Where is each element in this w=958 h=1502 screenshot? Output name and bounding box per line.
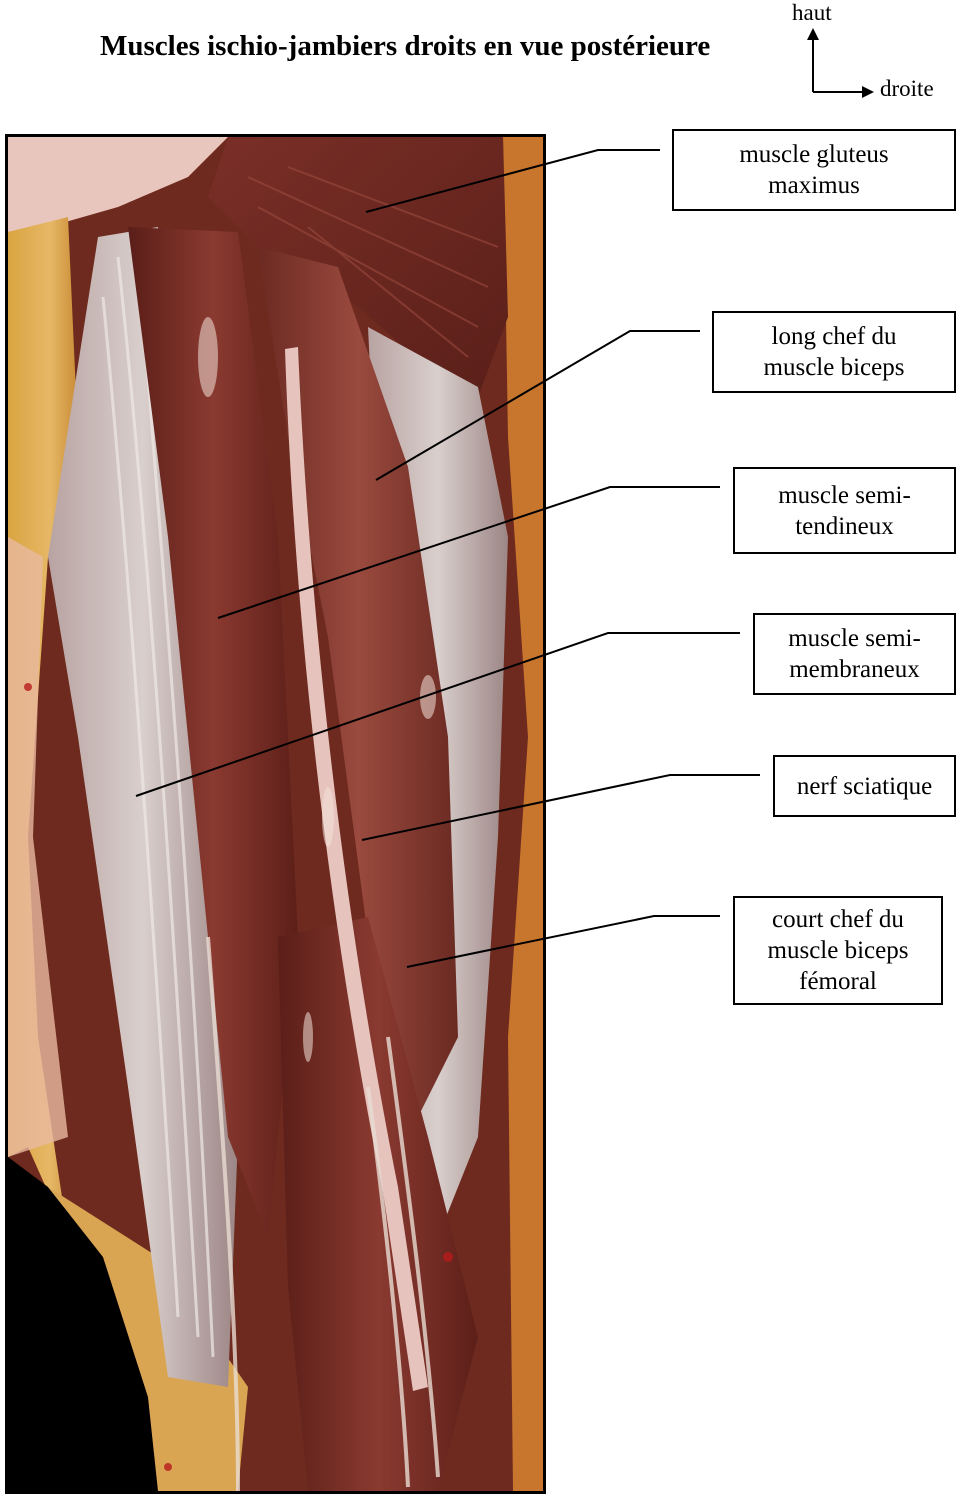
label-gluteus-maximus: muscle gluteus maximus — [672, 129, 956, 211]
label-short-head-biceps: court chef du muscle biceps fémoral — [733, 896, 943, 1005]
orientation-right-label: droite — [880, 76, 934, 101]
label-sciatic-nerve: nerf sciatique — [773, 755, 956, 817]
label-line: court chef du — [772, 906, 904, 933]
orientation-up-label: haut — [792, 0, 832, 25]
figure-title: Muscles ischio-jambiers droits en vue po… — [100, 30, 711, 62]
label-semimembranosus: muscle semi- membraneux — [753, 613, 956, 695]
label-long-head-biceps: long chef du muscle biceps — [712, 311, 956, 393]
label-line: long chef du — [771, 323, 897, 350]
label-line: maximus — [768, 172, 860, 199]
label-line: nerf sciatique — [796, 772, 933, 800]
dissection-photo — [5, 134, 546, 1494]
orientation-arrows-icon — [807, 28, 874, 98]
hamstring-dissection-image — [8, 137, 543, 1491]
label-line: muscle biceps — [767, 937, 909, 964]
label-line: muscle gluteus — [739, 141, 889, 168]
label-line: fémoral — [799, 968, 877, 995]
label-line: tendineux — [795, 512, 894, 540]
label-semitendinosus: muscle semi- tendineux — [733, 467, 956, 554]
label-line: muscle semi- — [788, 625, 921, 652]
label-line: membraneux — [789, 656, 920, 683]
label-line: muscle semi- — [778, 481, 911, 509]
label-line: muscle biceps — [763, 354, 905, 381]
